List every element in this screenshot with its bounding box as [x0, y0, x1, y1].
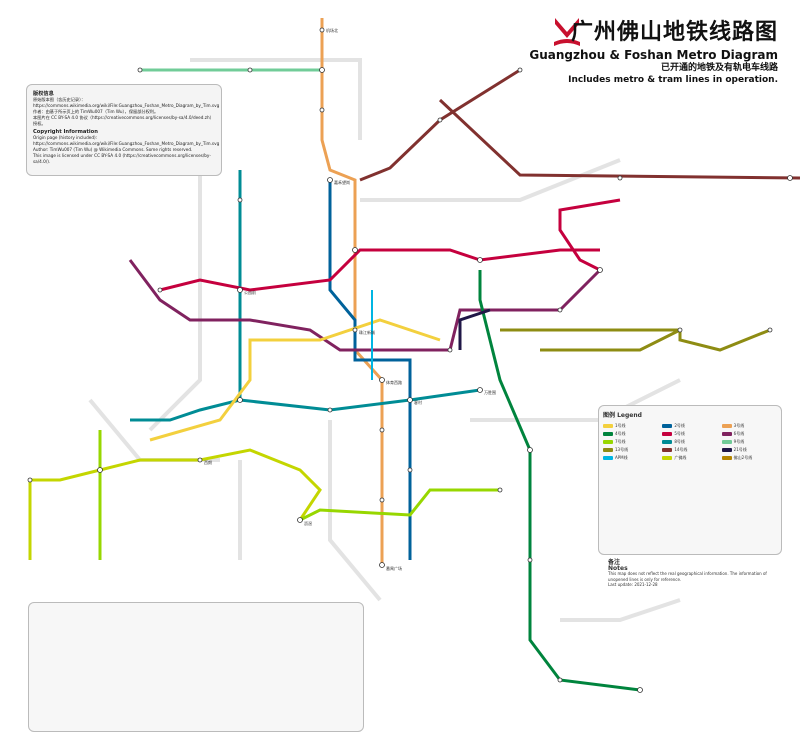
info-heading-zh: 版权信息 — [33, 91, 54, 97]
notes: 备注 Notes This map does not reflect the r… — [608, 560, 784, 588]
line-guangfo — [28, 448, 322, 560]
legend-item: 13号线 — [603, 447, 658, 453]
legend-item: 8号线 — [662, 439, 717, 445]
legend-label: 2号线 — [674, 423, 685, 428]
title-zh: 广州佛山地铁线路图 — [570, 20, 778, 45]
station-label: 客村 — [414, 399, 422, 405]
subtitle-en: Includes metro & tram lines in operation… — [568, 75, 778, 85]
info-line: Origin page (history included): — [33, 135, 98, 140]
line-8 — [130, 170, 242, 422]
legend-label: 1号线 — [615, 423, 626, 428]
info-line: Author: TimWu007 (Tim Wu) @ Wikimedia Co… — [33, 147, 193, 152]
station-label: 体育西路 — [386, 379, 402, 385]
legend-title: 图例 Legend — [603, 412, 642, 419]
legend-label: 21号线 — [733, 447, 747, 452]
legend-label: 9号线 — [733, 439, 745, 444]
station-label: 公园前 — [244, 289, 256, 295]
legend-color-chip — [603, 432, 613, 436]
legend-item: 6号线 — [721, 431, 777, 437]
legend-item: 9号线 — [721, 439, 777, 445]
legend-label: 3号线 — [733, 423, 745, 428]
legend-label: 8号线 — [674, 439, 685, 444]
line-7 — [299, 488, 500, 522]
map-subtitle: 已开通的地铁及有轨电车线路 Includes metro & tram line… — [568, 62, 778, 86]
legend-color-chip — [721, 432, 732, 436]
legend-label: 6号线 — [733, 431, 745, 436]
copyright-info-box: 版权信息 原始版本图（含历史记录）： https://commons.wikim… — [26, 84, 222, 176]
station-label: 嘉禾望岗 — [334, 179, 350, 185]
station-label: 沥滘 — [304, 520, 312, 526]
line-2 — [328, 180, 412, 560]
legend-color-chip — [662, 424, 673, 428]
legend-label: APM线 — [615, 455, 628, 460]
line-6 — [128, 259, 602, 352]
info-line: This image is licensed under CC BY-SA 4.… — [33, 153, 211, 164]
map-title: 广州佛山地铁线路图 Guangzhou & Foshan Metro Diagr… — [529, 14, 778, 62]
legend-item: 14号线 — [662, 447, 717, 453]
info-line: 作者：由基于所示页上的 TimWu007（Tim Wu），保留部分权利。 — [33, 109, 159, 114]
legend-label: 5号线 — [674, 431, 685, 436]
station-label: 珠江新城 — [359, 329, 375, 335]
legend-item: 广佛线 — [662, 455, 717, 461]
legend-color-chip — [662, 432, 673, 436]
legend-color-chip — [662, 440, 673, 444]
legend-color-chip — [662, 448, 673, 452]
legend-label: 佛山2号线 — [733, 455, 753, 460]
station-label: 西朗 — [204, 459, 212, 465]
station-markers — [27, 27, 793, 693]
station-label: 万胜围 — [484, 389, 496, 395]
line-21 — [458, 308, 491, 350]
legend-item: 3号线 — [721, 423, 777, 429]
legend-color-chip — [603, 424, 613, 428]
tram-inset-box — [28, 602, 364, 732]
legend-item: 佛山2号线 — [721, 455, 777, 461]
line-13 — [500, 328, 771, 352]
info-heading-en: Copyright Information — [33, 129, 98, 135]
legend-item: APM线 — [603, 455, 658, 461]
notes-text: This map does not reflect the real geogr… — [608, 571, 767, 582]
legend-label: 广佛线 — [674, 455, 687, 460]
line-14 — [359, 68, 521, 182]
info-line[interactable]: https://commons.wikimedia.org/wiki/File:… — [33, 141, 220, 146]
legend-item: 1号线 — [603, 423, 658, 429]
notes-date: Last update: 2021-12-28 — [608, 582, 658, 587]
legend-color-chip — [603, 448, 613, 452]
legend-color-chip — [721, 456, 732, 460]
legend-grid: 1号线 2号线 3号线 4号线 5号线 6号线 7号线 8号线 9号线 13号线 14号线 21号线 A… — [603, 423, 777, 461]
legend-item: 21号线 — [721, 447, 777, 453]
legend-item: 2号线 — [662, 423, 717, 429]
legend-item: 4号线 — [603, 431, 658, 437]
legend-label: 4号线 — [615, 431, 626, 436]
legend-item: 5号线 — [662, 431, 717, 437]
title-en: Guangzhou & Foshan Metro Diagram — [529, 48, 778, 62]
legend-color-chip — [603, 440, 613, 444]
info-line: 本图片在 CC BY-SA 4.0 协议（https://creativecom… — [33, 115, 214, 126]
station-label: 机场北 — [326, 27, 338, 33]
station-label: 番禺广场 — [386, 565, 402, 571]
legend-color-chip — [662, 456, 673, 460]
subtitle-zh: 已开通的地铁及有轨电车线路 — [660, 63, 778, 73]
notes-heading-en: Notes — [608, 564, 628, 572]
metro-logo-icon — [554, 18, 580, 46]
legend-label: 14号线 — [674, 447, 688, 452]
legend-color-chip — [721, 440, 732, 444]
notes-heading-zh: 备注 — [608, 559, 621, 566]
legend-color-chip — [603, 456, 613, 460]
info-line: 原始版本图（含历史记录）： — [33, 97, 86, 102]
line-5 — [159, 248, 600, 292]
info-line[interactable]: https://commons.wikimedia.org/wiki/File:… — [33, 103, 220, 108]
legend-box: 图例 Legend 1号线 2号线 3号线 4号线 5号线 6号线 7号线 8号线 9号线 13号… — [598, 405, 782, 555]
legend-label: 7号线 — [615, 439, 626, 444]
line-1 — [149, 318, 441, 442]
legend-color-chip — [721, 424, 732, 428]
legend-label: 13号线 — [615, 447, 629, 452]
legend-color-chip — [721, 448, 732, 452]
legend-item: 7号线 — [603, 439, 658, 445]
